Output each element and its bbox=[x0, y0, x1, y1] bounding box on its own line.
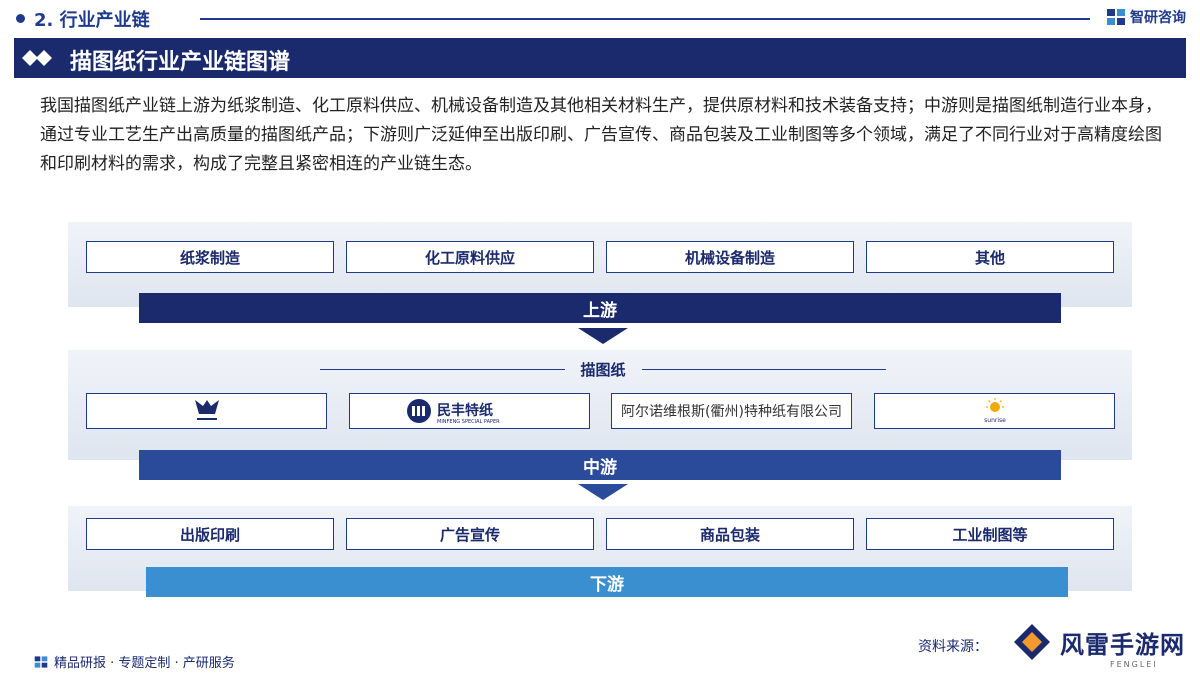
source-label: 资料来源： bbox=[918, 639, 988, 655]
downstream-item: 工业制图等 bbox=[866, 518, 1114, 550]
zhiyan-logo-icon bbox=[1107, 9, 1125, 25]
section-header: 2. 行业产业链 智研咨询 bbox=[0, 0, 1200, 36]
company-logo-sunrise: sunrise bbox=[874, 393, 1115, 429]
watermark-brand-name: 风雷手游网 bbox=[1060, 630, 1185, 659]
page-title: 描图纸行业产业链图谱 bbox=[70, 50, 291, 75]
title-bar: 描图纸行业产业链图谱 bbox=[14, 38, 1186, 78]
company-name: 阿尔诺维根斯(衢州)特种纸有限公司 bbox=[621, 404, 842, 420]
fenglei-logo-icon bbox=[1014, 624, 1050, 660]
wuzhou-logo-icon bbox=[194, 400, 219, 420]
brand-name: 智研咨询 bbox=[1130, 10, 1186, 26]
down-arrow-icon bbox=[578, 484, 628, 500]
downstream-item: 广告宣传 bbox=[346, 518, 594, 550]
header-divider bbox=[200, 18, 1090, 20]
midstream-title-text: 描图纸 bbox=[580, 360, 626, 379]
watermark-brand-sub: FENGLEI bbox=[1110, 660, 1158, 669]
tagline-text: 精品研报 · 专题定制 · 产研服务 bbox=[54, 656, 235, 671]
down-arrow-icon bbox=[578, 328, 628, 344]
bullet-icon bbox=[16, 14, 25, 23]
upstream-item: 化工原料供应 bbox=[346, 241, 594, 273]
upstream-item: 其他 bbox=[866, 241, 1114, 273]
upstream-label: 上游 bbox=[139, 293, 1061, 323]
downstream-item: 商品包装 bbox=[606, 518, 854, 550]
company-logo-minfeng: 民丰特纸 MINFENG SPECIAL PAPER bbox=[349, 393, 590, 429]
minfeng-text: 民丰特纸 bbox=[437, 402, 493, 419]
upstream-item: 机械设备制造 bbox=[606, 241, 854, 273]
midstream-title: 描图纸 bbox=[320, 358, 887, 380]
downstream-item: 出版印刷 bbox=[86, 518, 334, 550]
sunrise-text: sunrise bbox=[984, 417, 1006, 424]
company-logo-arjowiggins: 阿尔诺维根斯(衢州)特种纸有限公司 bbox=[611, 393, 852, 429]
company-logo-wuzhou bbox=[86, 393, 327, 429]
intro-paragraph: 我国描图纸产业链上游为纸浆制造、化工原料供应、机械设备制造及其他相关材料生产，提… bbox=[40, 96, 1162, 174]
zhiyan-logo-icon bbox=[34, 655, 48, 668]
midstream-label: 中游 bbox=[139, 450, 1061, 480]
minfeng-logo-icon: 民丰特纸 MINFENG SPECIAL PAPER bbox=[406, 399, 500, 425]
watermark-brand: 风雷手游网 FENGLEI bbox=[1010, 622, 1185, 669]
downstream-label: 下游 bbox=[146, 567, 1068, 597]
footer-tagline: 精品研报 · 专题定制 · 产研服务 bbox=[34, 652, 235, 671]
section-title: 2. 行业产业链 bbox=[34, 10, 150, 31]
brand: 智研咨询 bbox=[1106, 7, 1186, 27]
sunrise-logo-icon: sunrise bbox=[984, 398, 1006, 424]
diamond-icon bbox=[22, 50, 52, 66]
upstream-item: 纸浆制造 bbox=[86, 241, 334, 273]
minfeng-subtext: MINFENG SPECIAL PAPER bbox=[437, 419, 500, 425]
